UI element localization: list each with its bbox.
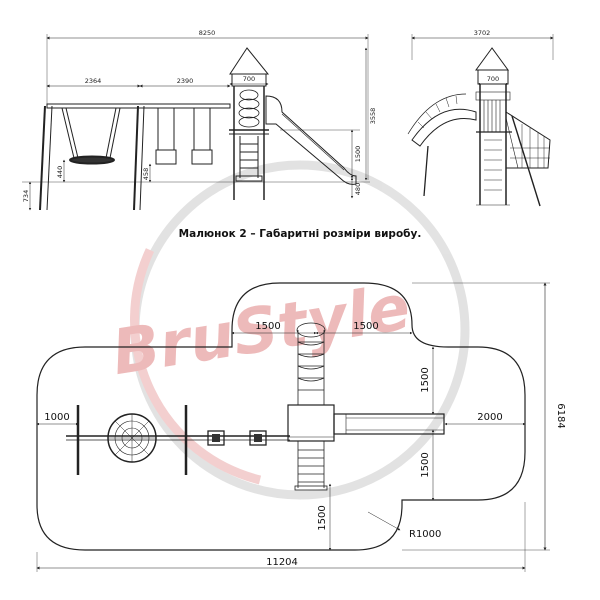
watermark: BruStyle <box>107 160 470 500</box>
front-seat-height-nest: 440 <box>56 166 64 178</box>
plan-top-right-clearance: 1500 <box>353 321 378 332</box>
front-swing-single-width: 2364 <box>85 77 102 85</box>
plan-swing-side-clearance: 1000 <box>44 412 69 423</box>
plan-corner-radius: R1000 <box>409 529 441 540</box>
plan-total-depth: 6184 <box>555 403 566 428</box>
front-swing-double-width: 2390 <box>177 77 194 85</box>
front-view <box>22 34 370 211</box>
front-seat-height-swing: 458 <box>142 168 150 180</box>
plan-slide-exit-clearance: 2000 <box>477 412 502 423</box>
front-platform-height: 1500 <box>354 146 362 163</box>
side-view <box>407 34 554 207</box>
side-tower-width: 700 <box>487 75 499 83</box>
front-ground-offset: 734 <box>22 190 30 202</box>
front-total-width: 8250 <box>199 29 216 37</box>
figure-caption: Малюнок 2 – Габаритні розміри виробу. <box>178 228 422 240</box>
plan-right-upper-clearance: 1500 <box>420 367 431 392</box>
safety-zone-outline <box>36 282 526 551</box>
front-tower-width: 700 <box>243 75 255 83</box>
front-slide-exit-height: 480 <box>354 183 362 195</box>
side-total-width: 3702 <box>474 29 491 37</box>
plan-bottom-clearance: 1500 <box>317 505 328 530</box>
front-total-height: 3558 <box>369 108 377 125</box>
plan-top-left-clearance: 1500 <box>255 321 280 332</box>
plan-right-lower-clearance: 1500 <box>420 452 431 477</box>
watermark-arc-red <box>130 248 262 485</box>
plan-view <box>36 282 550 572</box>
plan-total-length: 11204 <box>266 557 298 568</box>
